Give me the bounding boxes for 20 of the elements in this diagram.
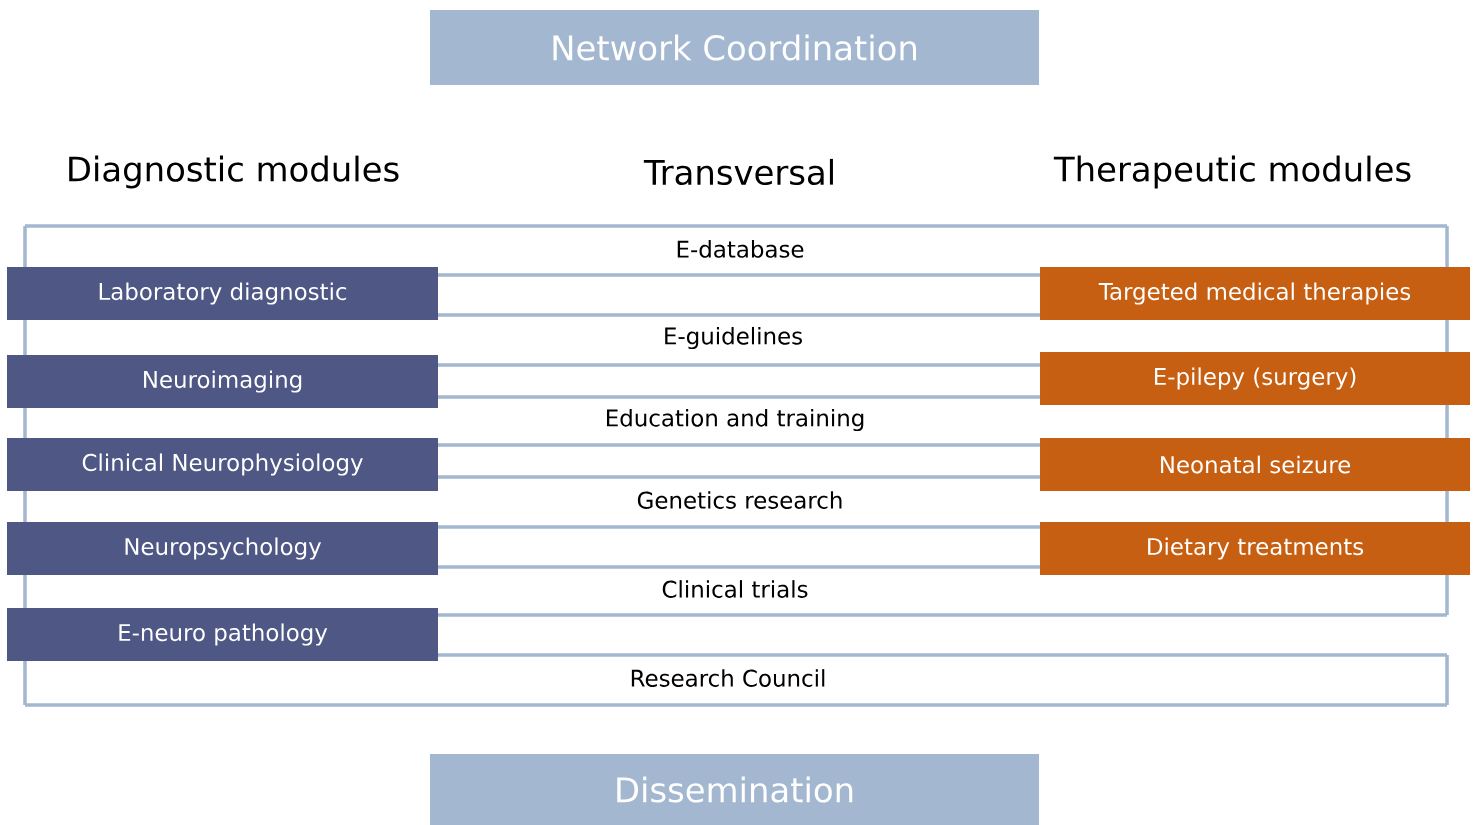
band-label: Research Council: [631, 669, 825, 687]
module-box: E-pilepy (surgery): [1040, 352, 1470, 405]
module-box: Targeted medical therapies: [1040, 267, 1470, 320]
column-heading: Diagnostic modules: [69, 155, 399, 189]
column-heading: Therapeutic modules: [1053, 155, 1411, 189]
band-label: Education and training: [607, 408, 864, 432]
band-label: Genetics research: [637, 491, 842, 509]
module-box: Neuroimaging: [7, 355, 438, 408]
band-label: E-guidelines: [665, 326, 802, 350]
module-box: E-neuro pathology: [7, 608, 438, 661]
module-box: Neuropsychology: [7, 522, 438, 575]
head-box: Network Coordination: [430, 10, 1039, 85]
module-box: Dietary treatments: [1040, 522, 1470, 575]
module-box: Clinical Neurophysiology: [7, 438, 438, 491]
module-box: Neonatal seizure: [1040, 438, 1470, 491]
column-heading: Transversal: [643, 158, 833, 186]
head-box: Dissemination: [430, 754, 1039, 825]
band-label: Clinical trials: [662, 580, 808, 598]
module-box: Laboratory diagnostic: [7, 267, 438, 320]
band-label: E-database: [677, 240, 804, 258]
